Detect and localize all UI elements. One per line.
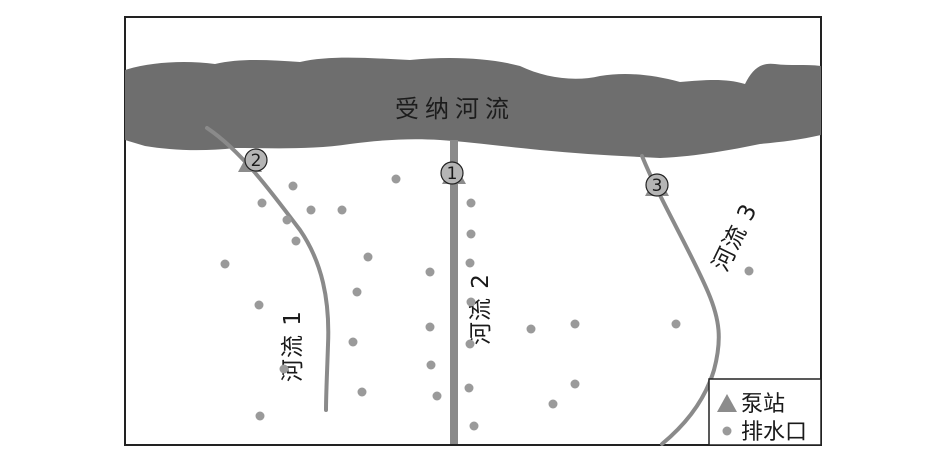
pump-station-1: 1 — [440, 161, 466, 185]
outfall-dot — [291, 236, 301, 246]
outfall-dot — [425, 267, 435, 277]
outfall-dot — [464, 383, 474, 393]
pump-station-number: 3 — [652, 176, 663, 196]
outfall-dot — [348, 337, 358, 347]
outfall-dot — [671, 319, 681, 329]
outfall-dot — [466, 229, 476, 239]
outfall-dot — [466, 198, 476, 208]
outfall-dot — [279, 364, 289, 374]
outfall-dot — [465, 258, 475, 268]
river-2-label: 河流 2 — [468, 273, 494, 345]
legend-outfall-label: 排水口 — [741, 420, 807, 445]
legend-outfall-icon — [722, 426, 732, 436]
outfall-dot — [363, 252, 373, 262]
outfall-dot — [570, 319, 580, 329]
outfall-dot — [526, 324, 536, 334]
outfall-dot — [466, 297, 476, 307]
outfall-dot — [391, 174, 401, 184]
outfall-dot — [306, 205, 316, 215]
outfall-dot — [432, 391, 442, 401]
pump-station-number: 2 — [251, 151, 262, 171]
outfall-dot — [282, 215, 292, 225]
receiving-river-label: 受纳河流 — [395, 95, 515, 123]
pump-station-2: 2 — [238, 148, 268, 172]
outfall-dot — [570, 379, 580, 389]
outfall-dot — [257, 198, 267, 208]
outfall-dot — [220, 259, 230, 269]
outfall-dot — [465, 339, 475, 349]
outfall-dot — [744, 266, 754, 276]
outfall-dot — [548, 399, 558, 409]
pump-station-number: 1 — [447, 164, 458, 184]
legend-pump-station-icon — [717, 394, 737, 412]
outfall-dot — [425, 322, 435, 332]
outfall-dot — [288, 181, 298, 191]
legend-pump-station-label: 泵站 — [741, 392, 785, 417]
outfall-dot — [426, 360, 436, 370]
outfall-dot — [352, 287, 362, 297]
outfall-dot — [254, 300, 264, 310]
receiving-river — [125, 57, 821, 158]
outfall-dot — [337, 205, 347, 215]
pump-station-3: 3 — [645, 173, 669, 197]
outfall-dot — [469, 421, 479, 431]
outfall-dot — [255, 411, 265, 421]
river-3-line — [640, 154, 721, 446]
legend: 泵站 排水口 — [708, 378, 822, 446]
outfalls — [220, 174, 754, 431]
outfall-dot — [357, 387, 367, 397]
